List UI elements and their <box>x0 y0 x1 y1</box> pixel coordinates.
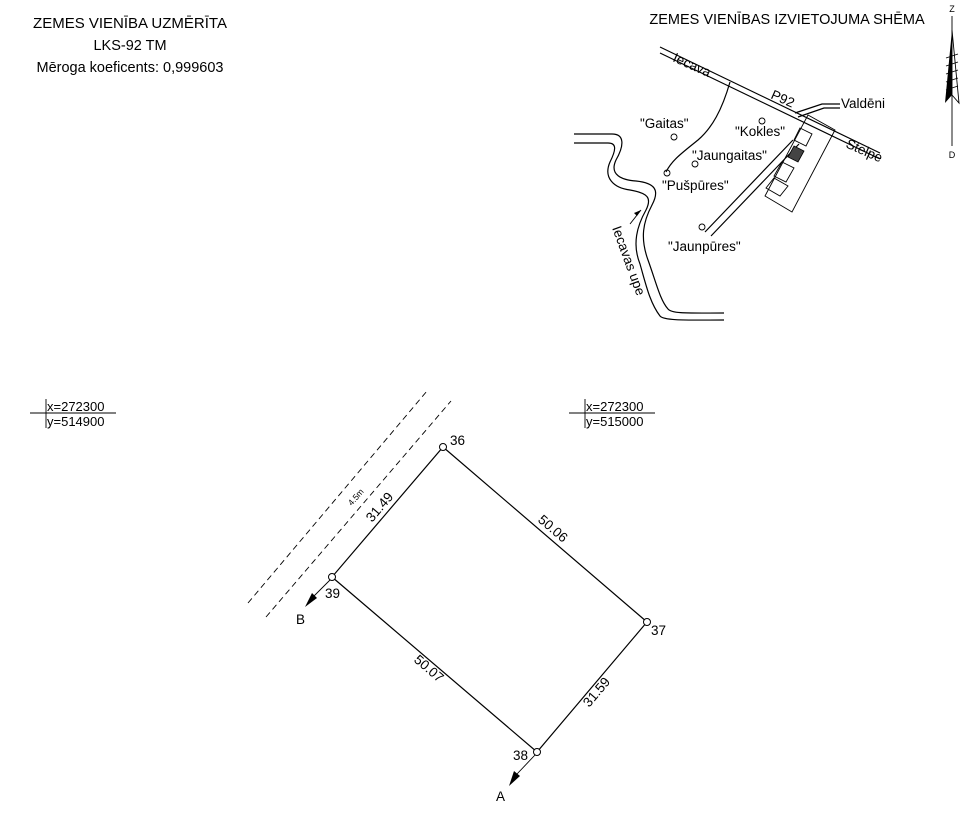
scheme-parcel-area <box>764 114 836 213</box>
grid-mark-left-x: x=272300 <box>47 399 104 414</box>
label-river: Iecavas upe <box>609 224 648 298</box>
point-37-label: 37 <box>651 623 666 638</box>
point-39-label: 39 <box>325 586 340 601</box>
scale-factor: Mēroga koeficents: 0,999603 <box>36 60 223 76</box>
parcel-boundary <box>331 446 648 753</box>
distance-36-37: 50.06 <box>535 512 570 545</box>
label-stelpe: Stelpe <box>844 136 885 165</box>
label-gaitas: "Gaitas" <box>640 116 689 131</box>
distance-38-39: 50.07 <box>411 652 446 685</box>
parcel: 36 37 38 39 50.06 31.59 50.07 31.49 B A <box>296 433 666 804</box>
point-marker-icon <box>533 748 541 756</box>
south-label: D <box>949 150 956 160</box>
location-scheme: ZEMES VIENĪBAS IZVIETOJUMA SHĒMA Z D <box>574 4 960 321</box>
grid-mark-right: x=272300 y=515000 <box>569 399 655 429</box>
arrow-b-label: B <box>296 612 305 627</box>
grid-mark-left: x=272300 y=514900 <box>30 399 116 429</box>
distance-37-38: 31.59 <box>580 674 613 709</box>
road-p92 <box>659 46 881 160</box>
coordinate-system: LKS-92 TM <box>93 38 166 54</box>
point-38-label: 38 <box>513 748 528 763</box>
north-arrow-icon: Z D <box>945 4 960 160</box>
grid-mark-left-y: y=514900 <box>47 414 104 429</box>
road-to-jaunpures <box>704 139 794 233</box>
arrow-a-icon <box>509 754 536 786</box>
point-marker-icon <box>643 618 651 626</box>
arrow-a-label: A <box>496 789 505 804</box>
label-jaungaitas: "Jaungaitas" <box>692 148 767 163</box>
scheme-buildings <box>765 127 813 197</box>
puspures-marker-icon <box>663 169 671 177</box>
gaitas-marker-icon <box>670 133 678 141</box>
road-to-puspures <box>665 81 731 173</box>
label-puspures: "Pušpūres" <box>662 178 729 193</box>
jaungaitas-marker-icon <box>691 160 699 168</box>
point-36-label: 36 <box>450 433 465 448</box>
label-iecava: Iecava <box>671 50 714 80</box>
grid-mark-right-y: y=515000 <box>586 414 643 429</box>
label-jaunpures: "Jaunpūres" <box>668 239 741 254</box>
point-marker-icon <box>439 443 447 451</box>
road-width-label: 4.5m <box>346 487 366 508</box>
river-line <box>574 133 725 314</box>
road-strip: 4.5m <box>247 390 452 618</box>
plan-title: ZEMES VIENĪBA UZMĒRĪTA <box>33 15 227 32</box>
jaunpures-marker-icon <box>698 223 706 231</box>
label-kokles: "Kokles" <box>735 124 785 139</box>
road-to-valdeni <box>794 103 840 114</box>
north-label: Z <box>949 4 955 14</box>
scheme-title: ZEMES VIENĪBAS IZVIETOJUMA SHĒMA <box>649 12 925 28</box>
label-valdeni: Valdēni <box>841 96 885 111</box>
arrow-b-icon <box>305 579 331 607</box>
grid-mark-right-x: x=272300 <box>586 399 643 414</box>
point-marker-icon <box>328 573 336 581</box>
kokles-marker-icon <box>758 117 766 125</box>
